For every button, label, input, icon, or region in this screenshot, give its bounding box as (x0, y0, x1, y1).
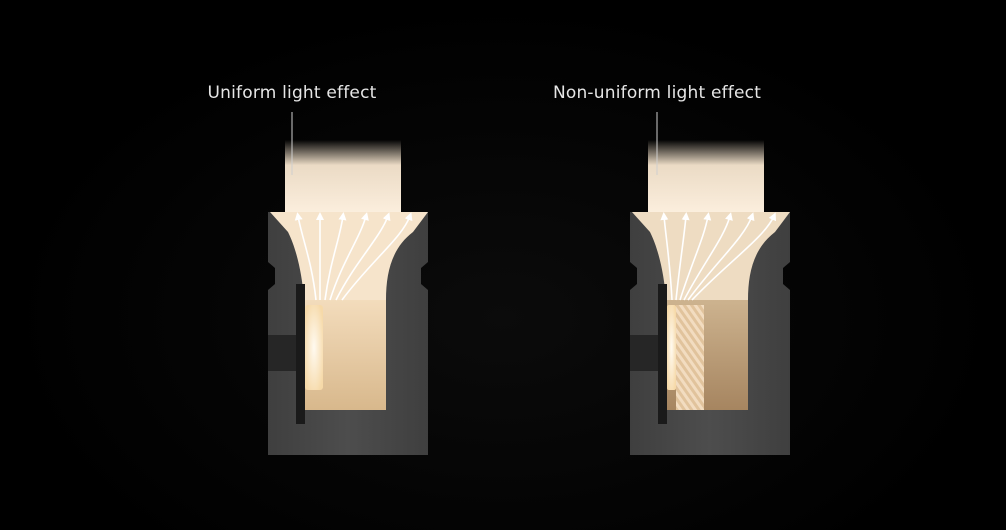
uniform-light-rays (294, 212, 413, 301)
non-uniform-reflector (676, 305, 704, 410)
non-uniform-led (667, 305, 676, 390)
uniform-clip (268, 335, 296, 371)
non-uniform-light-rays (660, 212, 776, 301)
non-uniform-profile (630, 112, 790, 455)
non-uniform-top-glow (648, 140, 764, 212)
uniform-light-label: Uniform light effect (207, 83, 377, 103)
uniform-pcb (296, 284, 305, 424)
uniform-top-glow (285, 140, 401, 212)
uniform-led (305, 305, 323, 390)
non-uniform-pcb (658, 284, 667, 424)
non-uniform-clip (630, 335, 658, 371)
non-uniform-light-label: Non-uniform light effect (552, 83, 762, 103)
uniform-profile (268, 112, 428, 455)
